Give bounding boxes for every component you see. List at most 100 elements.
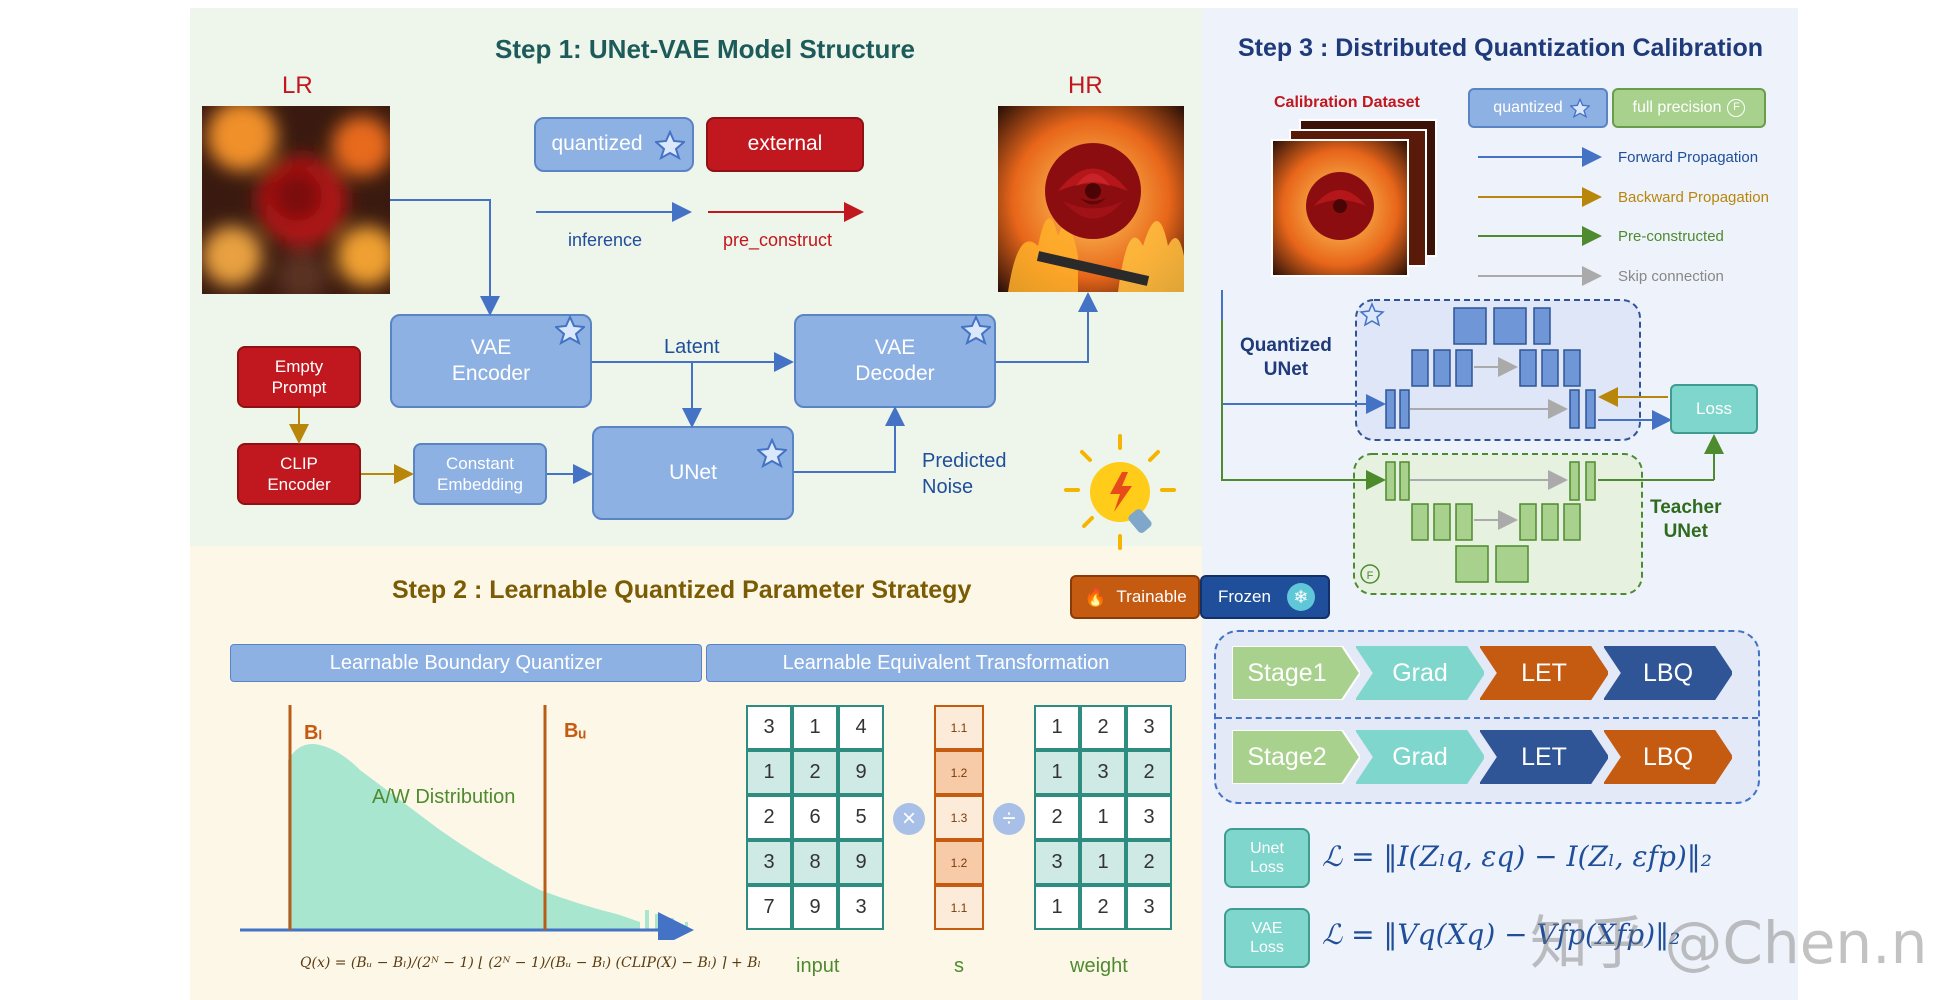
stage1-row-step-shape <box>1480 646 1608 700</box>
teacher-unet-label: Teacher UNet <box>1650 497 1722 542</box>
s-label: s <box>954 955 964 977</box>
quantizer-formula: Q(x) = (Bᵤ − Bₗ)/(2ᴺ − 1) ⌊ (2ᴺ − 1)/(Bᵤ… <box>300 955 761 971</box>
s-vector-cell: 1.3 <box>934 795 984 840</box>
stage2-row-label-shape <box>1232 730 1360 784</box>
stage1-row-label: Stage1 <box>1247 658 1327 687</box>
divide-symbol: ÷ <box>1002 805 1016 832</box>
weight-matrix-cell: 2 <box>1126 840 1172 885</box>
clip-encoder-label: CLIP Encoder <box>267 453 331 494</box>
trainable-label: Trainable <box>1116 587 1187 607</box>
let-header: Learnable Equivalent Transformation <box>706 644 1186 682</box>
multiply-icon: × <box>893 803 925 835</box>
skip-connection-label: Skip connection <box>1618 268 1724 285</box>
lbq-header: Learnable Boundary Quantizer <box>230 644 702 682</box>
input-matrix-cell: 3 <box>746 840 792 885</box>
weight-matrix-cell: 1 <box>1034 750 1080 795</box>
lr-label: LR <box>282 72 313 99</box>
unet-loss-label: Unet Loss <box>1250 839 1284 876</box>
stage1-row-step-shape <box>1356 646 1484 700</box>
weight-matrix-cell: 3 <box>1126 885 1172 930</box>
legend-quantized-label: quantized <box>551 132 643 156</box>
step3-title: Step 3 : Distributed Quantization Calibr… <box>1238 34 1764 62</box>
lr-image <box>202 106 390 294</box>
vae-decoder-box: VAE Decoder <box>794 314 996 408</box>
legend-inference-label: inference <box>568 230 643 250</box>
input-matrix-cell: 1 <box>746 750 792 795</box>
input-matrix-cell: 4 <box>838 705 884 750</box>
quantized-unet-label: Quantized UNet <box>1240 335 1332 380</box>
weight-matrix-cell: 2 <box>1080 885 1126 930</box>
weight-matrix-cell: 2 <box>1080 705 1126 750</box>
legend-preconstruct-label: pre_construct <box>723 230 833 250</box>
star-icon <box>555 315 585 345</box>
hr-label: HR <box>1068 72 1103 99</box>
divide-icon: ÷ <box>993 803 1025 835</box>
legend-external-label: external <box>747 132 823 156</box>
weight-matrix-cell: 3 <box>1034 840 1080 885</box>
vae-encoder-label: VAE Encoder <box>451 335 531 385</box>
distribution-label: A/W Distribution <box>372 786 516 808</box>
star-icon <box>961 315 991 345</box>
constant-embedding-label: Constant Embedding <box>436 453 523 494</box>
vae-decoder-label: VAE Decoder <box>855 335 935 385</box>
weight-matrix-cell: 2 <box>1126 750 1172 795</box>
vae-loss-box: VAE Loss <box>1224 908 1310 968</box>
stage1-row-step: LBQ <box>1642 658 1694 687</box>
trainable-badge: 🔥 Trainable <box>1070 575 1200 619</box>
star-icon <box>655 130 685 160</box>
input-matrix-cell: 1 <box>792 705 838 750</box>
stage2-row-step: LET <box>1521 742 1567 771</box>
legend-full-precision-label: full precision <box>1632 99 1722 116</box>
stage2-row-label: Stage2 <box>1247 742 1327 771</box>
weight-matrix-cell: 1 <box>1080 795 1126 840</box>
loss-box: Loss <box>1670 384 1758 434</box>
vae-loss-formula: ℒ = ‖Vq(Xq) − Vfp(Xfp)‖₂ <box>1322 918 1681 951</box>
input-matrix-cell: 2 <box>792 750 838 795</box>
weight-matrix-cell: 1 <box>1034 705 1080 750</box>
stage1-row-step: LET <box>1521 658 1567 687</box>
distribution-histogram <box>240 705 694 940</box>
input-matrix-cell: 8 <box>792 840 838 885</box>
lightbulb-icon <box>1064 434 1176 550</box>
star-icon <box>757 438 787 468</box>
s-vector-cell: 1.2 <box>934 840 984 885</box>
legend-quantized-step3-label: quantized <box>1493 99 1563 116</box>
calibration-dataset-label: Calibration Dataset <box>1274 94 1420 111</box>
calibration-dataset-images <box>1271 119 1437 277</box>
forward-propagation-label: Forward Propagation <box>1618 149 1759 166</box>
input-matrix-cell: 3 <box>838 885 884 930</box>
input-matrix-cell: 3 <box>746 705 792 750</box>
svg-text:F: F <box>1367 570 1374 582</box>
stage1-row-label-shape <box>1232 646 1360 700</box>
unet-loss-box: Unet Loss <box>1224 828 1310 888</box>
stage2-row-step-shape <box>1480 730 1608 784</box>
input-matrix-cell: 5 <box>838 795 884 840</box>
let-header-label: Learnable Equivalent Transformation <box>782 651 1110 674</box>
stage-divider <box>1216 717 1758 719</box>
weight-label: weight <box>1070 955 1128 977</box>
preconstructed-label: Pre-constructed <box>1618 228 1724 245</box>
clip-encoder-box: CLIP Encoder <box>237 443 361 505</box>
input-label: input <box>796 955 840 977</box>
weight-matrix-cell: 2 <box>1034 795 1080 840</box>
stage2-row-step-shape <box>1356 730 1484 784</box>
snowflake-icon: ❄ <box>1286 583 1315 611</box>
input-matrix-cell: 6 <box>792 795 838 840</box>
frozen-label: Frozen <box>1218 587 1271 607</box>
full-precision-badge-icon: F <box>1727 99 1746 117</box>
lbq-header-label: Learnable Boundary Quantizer <box>329 651 603 674</box>
star-icon <box>1570 98 1590 118</box>
unet-label: UNet <box>669 460 717 484</box>
unet-box: UNet <box>592 426 794 520</box>
input-matrix-cell: 2 <box>746 795 792 840</box>
unet-calibration-diagram: F <box>1221 290 1724 595</box>
s-vector-cell: 1.1 <box>934 885 984 930</box>
bu-label: Bᵤ <box>564 720 586 742</box>
watermark: 知乎 @Chen.n <box>1530 909 1928 977</box>
stage1-row-step: Grad <box>1392 658 1448 687</box>
